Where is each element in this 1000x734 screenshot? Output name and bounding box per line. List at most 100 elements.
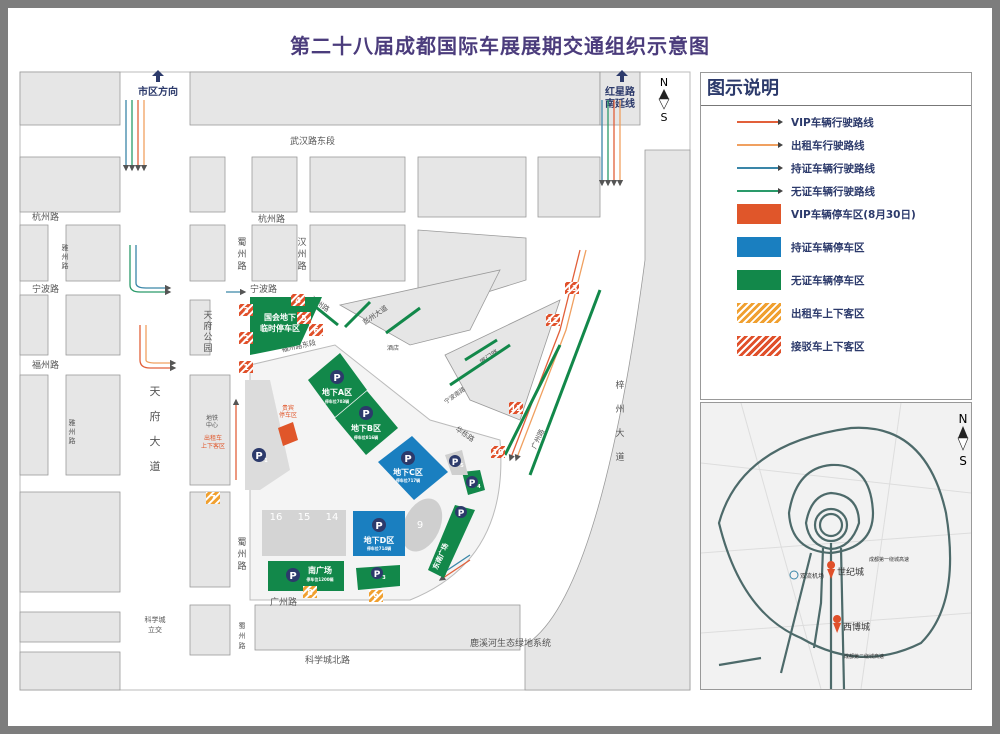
svg-text:地铁: 地铁: [206, 414, 218, 422]
park-label-1: 天: [203, 311, 212, 321]
parking-swatch: [737, 204, 781, 224]
page-title: 第二十八届成都国际车展展期交通组织示意图: [290, 34, 710, 58]
svg-text:16: 16: [270, 512, 283, 523]
inset-compass-north: N: [959, 412, 968, 426]
location-inset-map: 世纪城 西博城 双流机场 成都第一绕城高速 成都第二绕城高速 N S: [700, 402, 972, 690]
stop-number: 5: [301, 314, 307, 323]
parking-c-sub: 停车位717辆: [396, 477, 420, 483]
legend-label: 无证车辆行驶路线: [791, 185, 875, 198]
hongxing-label-1: 红星路: [605, 85, 636, 98]
legend-label: VIP车辆行驶路线: [791, 116, 874, 129]
stop-marker: 5: [297, 312, 311, 324]
century-city-label: 世纪城: [837, 566, 864, 578]
parking-icon: [401, 451, 415, 465]
road-label-ningbo: 宁波路: [250, 283, 277, 295]
hall-9: [401, 498, 443, 552]
vip-parking[interactable]: [278, 422, 298, 446]
parking-icon: [252, 448, 266, 462]
road-label-yazhou-3: 路: [62, 261, 69, 270]
taxi-zone-label: 出租车上下客区: [201, 434, 225, 450]
stop-marker: 11: [509, 402, 523, 414]
compass-icon: [659, 89, 669, 99]
parking-icon: [359, 406, 373, 420]
airport-icon: [789, 570, 799, 580]
svg-text:9: 9: [417, 520, 423, 531]
parking-a-sub: 停车位703辆: [325, 398, 349, 404]
road-label-hanzhou-3: 路: [297, 260, 306, 272]
route-line-swatch: [737, 188, 783, 194]
parking-swatch: [737, 270, 781, 290]
vip-label-2: 停车区: [279, 411, 297, 419]
legend-item: 无证车辆行驶路线: [737, 180, 875, 202]
parking-b[interactable]: [335, 391, 398, 455]
parking-a[interactable]: [308, 353, 367, 417]
parking-icon: [372, 518, 386, 532]
city-blocks: [19, 71, 691, 691]
parking-d-label: 地下D区: [364, 535, 395, 545]
stop-number: 3: [243, 306, 249, 315]
stop-number: 1: [243, 363, 249, 372]
stop-number: 8: [307, 588, 313, 597]
road-label-wuhan: 武汉路东段: [290, 135, 335, 147]
stop-number: 6: [313, 326, 319, 335]
svg-text:3: 3: [382, 575, 386, 581]
svg-text:酒店: 酒店: [387, 344, 399, 352]
road-label-zizhou-4: 道: [615, 451, 624, 463]
stop-number: 4: [295, 296, 301, 305]
parking-south-label: 南广场: [308, 565, 332, 575]
road-label-tianfu-1: 天: [150, 385, 161, 398]
road-label-yazhou-b2: 州: [69, 428, 76, 436]
road-label-luxi: 鹿溪河生态绿地系统: [470, 637, 551, 649]
hatch-swatch: [737, 303, 781, 323]
guohui-parking[interactable]: [250, 297, 322, 355]
parking-b-sub: 停车位816辆: [354, 434, 378, 440]
expo-city-label: 西博城: [843, 621, 870, 633]
building-p1: [245, 380, 290, 490]
interchange-label-1: 科学城: [145, 615, 166, 624]
stop-marker: 9: [369, 590, 383, 602]
north-arrow-icon: [616, 70, 628, 82]
parking-icon: [371, 567, 383, 579]
stop-number: 10: [492, 448, 504, 457]
svg-text:P: P: [255, 451, 262, 462]
legend-item: 持证车辆停车区: [737, 236, 865, 258]
road-label-hangzhou-left: 杭州路: [32, 211, 59, 223]
svg-text:P: P: [289, 571, 296, 582]
parking-b-label: 地下B区: [351, 423, 381, 433]
parking-swatch: [737, 237, 781, 257]
airport-label: 双流机场: [800, 572, 824, 580]
stop-marker: 12: [546, 314, 560, 326]
compass-south: S: [661, 111, 668, 124]
svg-text:P: P: [362, 409, 369, 420]
stop-marker: 13: [565, 282, 579, 294]
parking-icon: [286, 568, 300, 582]
legend-label: 持证车辆停车区: [791, 241, 865, 254]
legend-item: VIP车辆行驶路线: [737, 111, 874, 133]
parking-labels: P 地下A区 停车位703辆 P 地下B区 停车位816辆 P 地下C区 停车位…: [252, 370, 481, 582]
parking-c[interactable]: [378, 436, 448, 500]
park-label-3: 公: [203, 332, 212, 343]
svg-text:1: 1: [264, 458, 268, 464]
legend-label: 无证车辆停车区: [791, 274, 865, 287]
svg-text:5: 5: [460, 463, 464, 469]
ring-roads: [717, 426, 952, 689]
svg-text:P: P: [375, 521, 382, 532]
road-label-shuzhou-s2: 州: [237, 549, 246, 560]
parking-a-label: 地下A区: [322, 387, 352, 397]
parking-d-sub: 停车位714辆: [367, 545, 391, 551]
svg-text:P: P: [333, 373, 340, 384]
road-label-shuzhou-s3: 路: [237, 560, 246, 572]
svg-text:P: P: [458, 509, 465, 519]
legend-item: VIP车辆停车区(8月30日): [737, 203, 916, 225]
svg-text:P: P: [452, 458, 459, 468]
inset-svg: 世纪城 西博城 双流机场 成都第一绕城高速 成都第二绕城高速 N S: [701, 403, 971, 689]
legend-title: 图示说明: [701, 73, 971, 106]
stop-number: 12: [547, 316, 558, 325]
parking-southeast-plaza[interactable]: [428, 505, 475, 578]
road-label-shuzhou-2: 州: [237, 249, 246, 260]
guohui-label-2: 临时停车区: [260, 323, 300, 333]
legend-item: 出租车上下客区: [737, 302, 865, 324]
